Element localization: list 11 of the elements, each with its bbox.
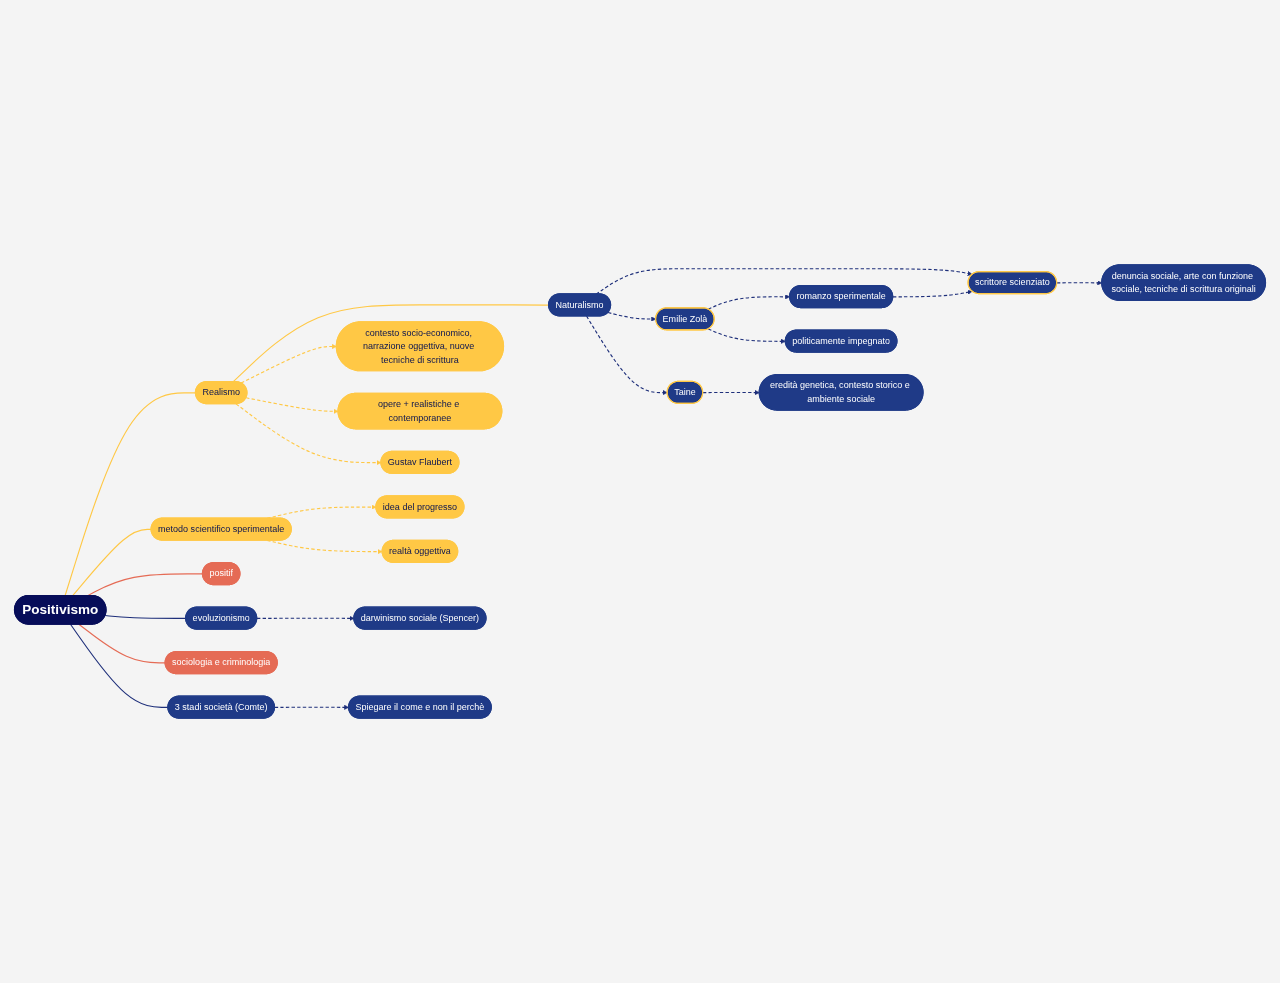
arrow — [892, 289, 973, 298]
connector — [78, 623, 166, 664]
arrow — [586, 315, 668, 396]
arrow — [235, 403, 382, 466]
arrow — [702, 390, 760, 396]
arrow — [240, 344, 337, 384]
arrow — [707, 328, 786, 344]
arrow — [595, 268, 973, 295]
connector — [72, 528, 152, 597]
arrow — [245, 397, 339, 414]
arrow — [256, 615, 355, 621]
